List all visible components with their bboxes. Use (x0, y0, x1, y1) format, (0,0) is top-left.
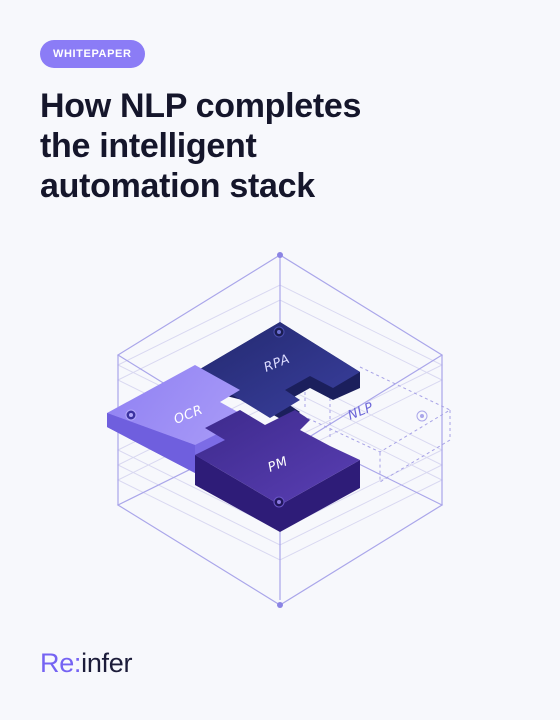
pm-piece: PM (195, 410, 360, 532)
reinfer-logo: Re:infer (40, 648, 132, 678)
nlp-slot-node (416, 410, 428, 422)
logo-re: Re (40, 648, 74, 678)
whitepaper-badge: WHITEPAPER (40, 40, 145, 68)
title-line-2: the intelligent (40, 127, 257, 165)
nlp-slot-node-inner (420, 414, 424, 418)
automation-stack-illustration: NLP RPA OCR PM (107, 252, 452, 608)
rpa-piece: RPA (195, 322, 360, 422)
pm-label: PM (266, 454, 290, 475)
title-line-3: automation stack (40, 167, 315, 205)
nlp-piece-outline (289, 366, 452, 483)
frame-bottom-node (277, 602, 283, 608)
badge-label: WHITEPAPER (53, 48, 132, 60)
title-line-1: How NLP completes (40, 87, 362, 125)
logo-separator: : (73, 648, 82, 678)
frame-top-node (277, 252, 283, 258)
page-title: How NLP completes the intelligent automa… (40, 86, 510, 206)
logo-infer: infer (81, 648, 133, 678)
